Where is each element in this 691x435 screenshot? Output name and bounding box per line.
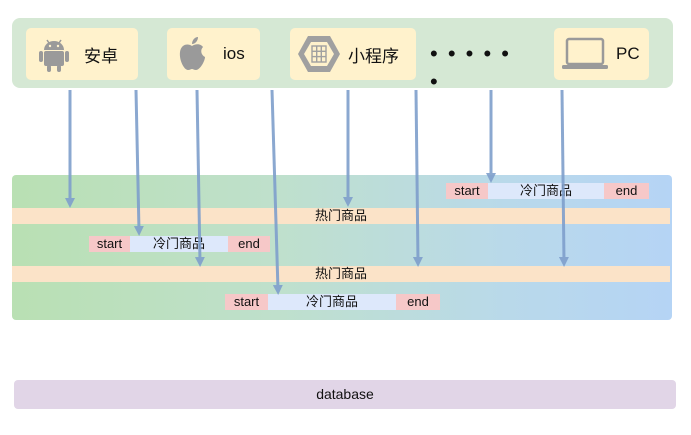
client-pc: PC [554, 28, 649, 80]
cold-segment-start: start [446, 183, 488, 199]
cold-segment-middle: 冷门商品 [488, 183, 604, 199]
client-android: 安卓 [26, 28, 138, 80]
client-pc-label: PC [616, 44, 640, 63]
hot-items-bar: 热门商品 [12, 266, 670, 282]
mini-program-icon [298, 36, 340, 72]
client-android-label: 安卓 [84, 46, 118, 66]
android-icon [39, 39, 69, 72]
cold-segment-end: end [228, 236, 270, 252]
cold-segment-start: start [225, 294, 268, 310]
cold-segment-start: start [89, 236, 130, 252]
client-ios: ios [167, 28, 260, 80]
database-bar: database [14, 380, 676, 409]
hot-items-bar: 热门商品 [12, 208, 670, 224]
apple-icon [179, 37, 205, 70]
client-ios-label: ios [223, 44, 245, 63]
laptop-icon [562, 37, 608, 69]
client-miniprogram-label: 小程序 [348, 46, 399, 66]
cold-segment-end: end [396, 294, 440, 310]
client-miniprogram: 小程序 [290, 28, 416, 80]
cold-segment-middle: 冷门商品 [130, 236, 228, 252]
more-clients-ellipsis: • • • • • • [430, 41, 511, 94]
cold-segment-end: end [604, 183, 649, 199]
cold-segment-middle: 冷门商品 [268, 294, 396, 310]
